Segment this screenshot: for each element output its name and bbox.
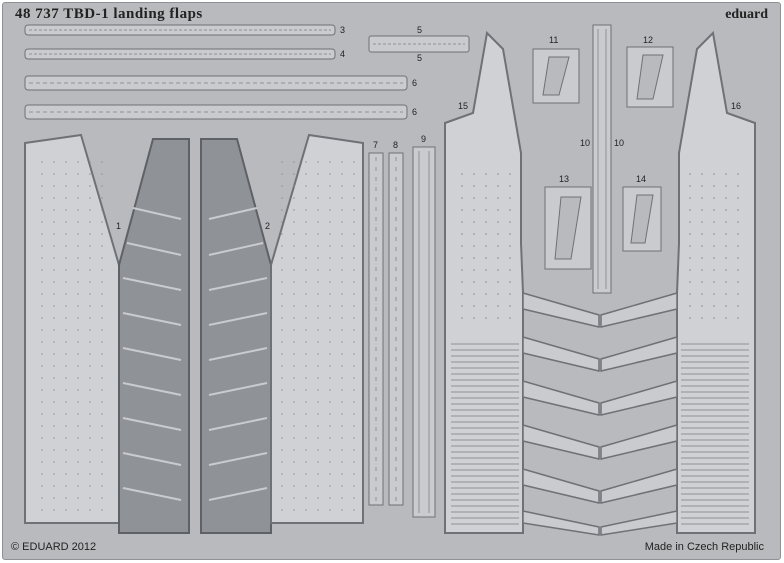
label-part-10-left: 10 bbox=[580, 138, 591, 148]
flap-panel-right-inner bbox=[200, 138, 272, 534]
label-part-2: 2 bbox=[265, 221, 271, 231]
copyright-text: © EDUARD 2012 bbox=[11, 541, 97, 553]
label-part-10-right: 10 bbox=[614, 138, 625, 148]
label-part-6-upper: 6 bbox=[412, 78, 418, 88]
bracket-part-12 bbox=[626, 46, 674, 108]
flap-panel-left-outer bbox=[24, 133, 120, 524]
parts-drawing bbox=[24, 24, 756, 536]
rail-part-8 bbox=[388, 152, 404, 506]
strip-part-5 bbox=[368, 35, 470, 53]
flap-panel-left-inner bbox=[118, 138, 190, 534]
label-part-11: 11 bbox=[549, 35, 559, 45]
label-part-5-bottom: 5 bbox=[417, 53, 423, 63]
bracket-part-13 bbox=[544, 186, 592, 270]
rail-part-7 bbox=[368, 152, 384, 506]
brand-logo-text: eduard bbox=[725, 7, 768, 22]
strip-part-3 bbox=[24, 24, 336, 36]
label-part-8: 8 bbox=[393, 140, 399, 150]
label-part-1: 1 bbox=[116, 221, 122, 231]
label-part-12: 12 bbox=[643, 35, 654, 45]
fret-title: 48 737 TBD-1 landing flaps bbox=[15, 6, 203, 22]
strip-part-4 bbox=[24, 48, 336, 60]
label-part-4: 4 bbox=[340, 49, 346, 59]
label-part-14: 14 bbox=[636, 174, 647, 184]
bracket-part-14 bbox=[622, 186, 662, 252]
label-part-16: 16 bbox=[731, 101, 742, 111]
origin-text: Made in Czech Republic bbox=[644, 541, 764, 553]
label-part-3: 3 bbox=[340, 25, 346, 35]
label-part-7: 7 bbox=[373, 140, 379, 150]
bracket-part-11 bbox=[532, 48, 580, 104]
strip-part-6-upper bbox=[24, 75, 408, 91]
label-part-6-lower: 6 bbox=[412, 107, 418, 117]
flap-part-15 bbox=[444, 30, 524, 534]
rail-part-10 bbox=[592, 24, 612, 294]
flap-panel-right-outer bbox=[270, 133, 364, 524]
flap-part-16 bbox=[676, 30, 756, 534]
label-part-13: 13 bbox=[559, 174, 570, 184]
strip-part-6-lower bbox=[24, 104, 408, 120]
hinge-chevrons bbox=[522, 292, 678, 536]
label-part-5-top: 5 bbox=[417, 25, 423, 35]
label-part-9: 9 bbox=[421, 134, 427, 144]
label-part-15: 15 bbox=[458, 101, 469, 111]
rail-part-9 bbox=[412, 146, 436, 518]
